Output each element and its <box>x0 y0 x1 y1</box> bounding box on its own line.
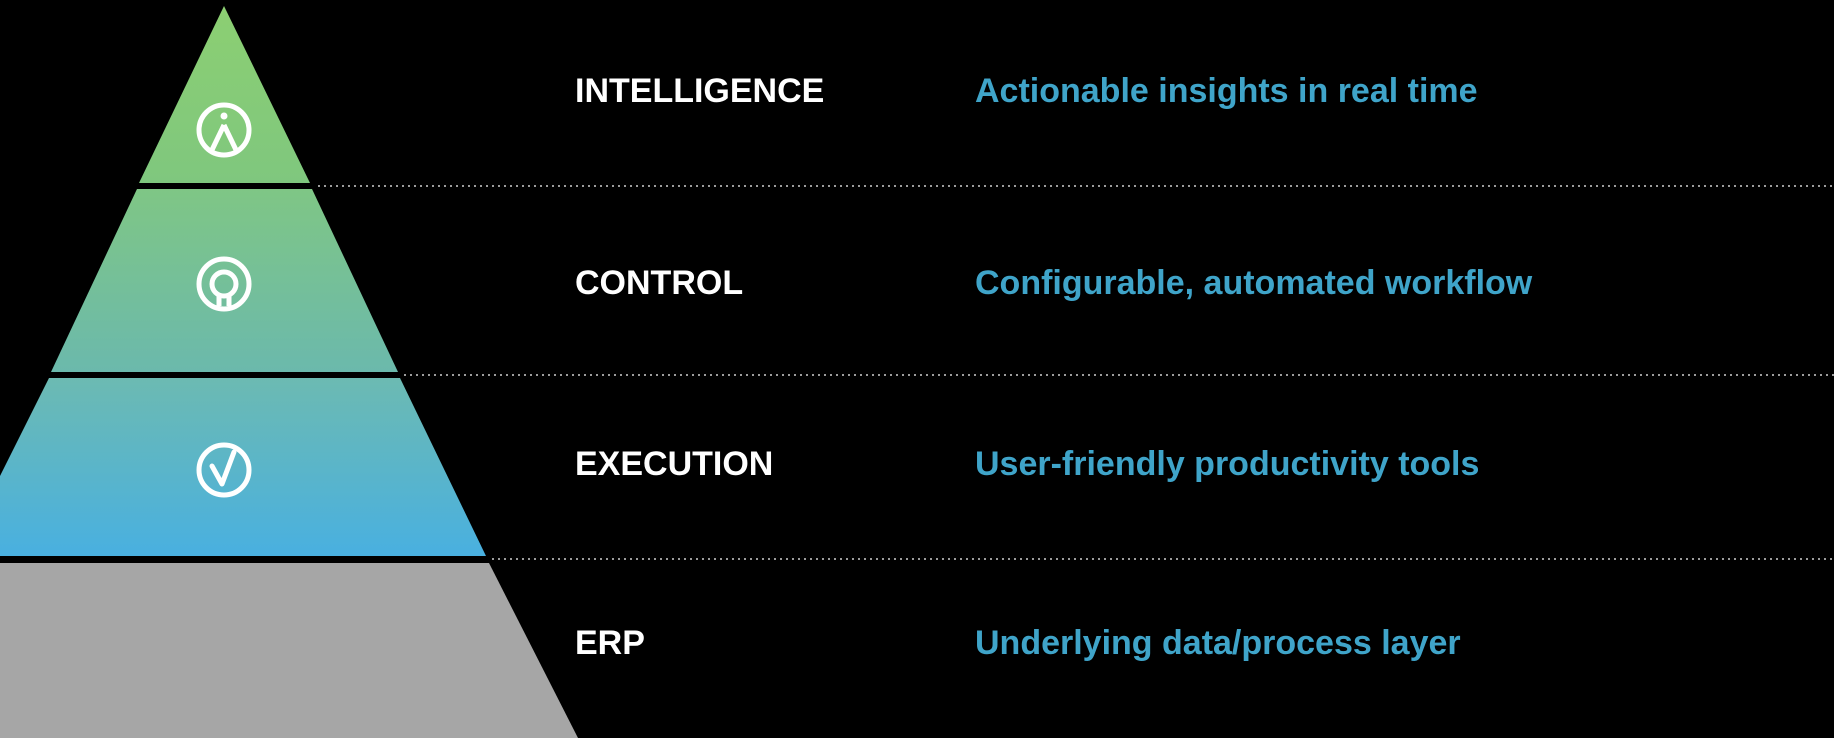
tier-description-execution: User-friendly productivity tools <box>975 445 1479 483</box>
tier-label-erp: ERP <box>575 624 645 662</box>
pyramid-tier-control <box>51 189 398 372</box>
pyramid-tier-execution <box>0 378 486 556</box>
tier-label-control: CONTROL <box>575 264 743 302</box>
checkmark-icon <box>196 442 252 498</box>
tier-label-intelligence: INTELLIGENCE <box>575 72 824 110</box>
tier-description-control: Configurable, automated workflow <box>975 264 1533 302</box>
tier-description-erp: Underlying data/process layer <box>975 624 1461 662</box>
pyramid-tier-intelligence <box>139 6 310 183</box>
info-person-icon <box>196 102 252 158</box>
target-icon <box>196 256 252 312</box>
pyramid-tier-erp <box>0 563 578 738</box>
tier-label-execution: EXECUTION <box>575 445 773 483</box>
tier-description-intelligence: Actionable insights in real time <box>975 72 1478 110</box>
